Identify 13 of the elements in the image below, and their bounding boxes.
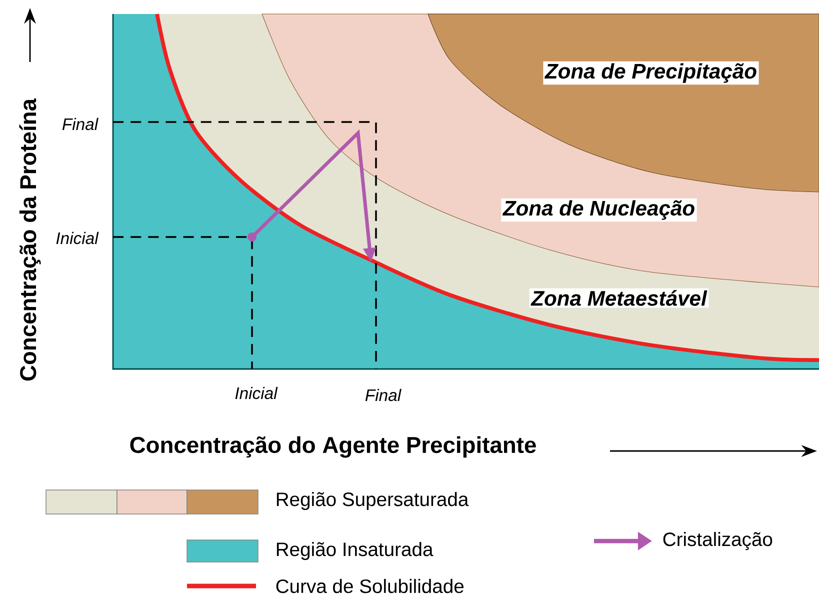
legend-text: Região Supersaturada (276, 492, 469, 510)
zone-label: Zona de Nucleação (501, 198, 697, 222)
zone-label: Zona Metaestável (529, 288, 709, 308)
legend-text: Curva de Solubilidade (276, 578, 464, 594)
tick-label: Inicial (235, 386, 278, 400)
tick-label: Inicial (56, 232, 99, 244)
tick-label: Final (365, 388, 402, 402)
zone-label: Zona de Precipitação (543, 61, 759, 85)
tick-label: Final (62, 118, 98, 130)
axis-title: Concentração do Agente Precipitante (130, 436, 536, 458)
legend-text: Cristalização (663, 532, 772, 550)
legend-text: Região Insaturada (276, 542, 434, 560)
axis-title: Concentração da Proteína (19, 98, 41, 381)
